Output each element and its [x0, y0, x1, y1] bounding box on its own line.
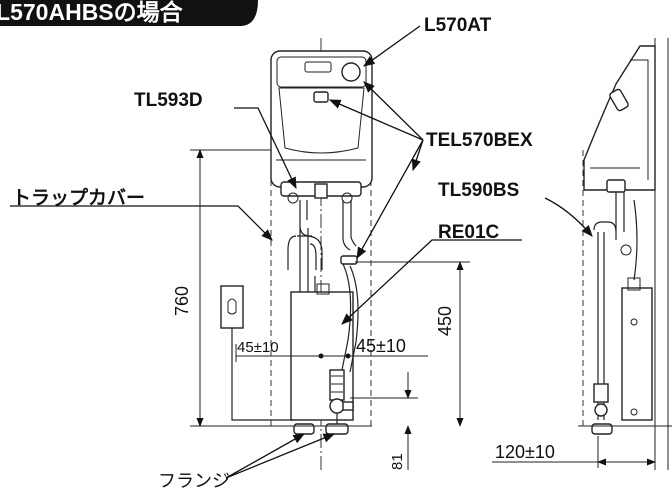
- callout-tel570bex: TEL570BEX: [328, 81, 533, 260]
- title-banner: TL570AHBSの場合: [0, 0, 258, 26]
- dim-45-left-label: 45±10: [237, 339, 279, 356]
- stop-valve: [329, 369, 354, 426]
- dim-45-right: 45±10: [321, 336, 428, 357]
- dim-81-label: 81: [389, 453, 406, 470]
- dim-120-label: 120±10: [495, 442, 555, 462]
- dim-45-left: 45±10: [235, 339, 321, 362]
- dim-760-label: 760: [172, 286, 192, 316]
- label-flange: フランジ: [158, 471, 230, 491]
- side-basin: [583, 45, 656, 193]
- label-tel570bex: TEL570BEX: [426, 130, 533, 151]
- callout-trap-cover: トラップカバー: [10, 186, 273, 241]
- side-sensor-box: [621, 277, 653, 421]
- label-tl593d: TL593D: [134, 90, 203, 111]
- callout-flange: フランジ: [158, 433, 336, 491]
- callout-tl593d: TL593D: [134, 90, 297, 190]
- dim-450: 450: [355, 261, 470, 427]
- supply-pipes: [299, 183, 358, 265]
- label-trap-cover: トラップカバー: [12, 186, 145, 209]
- wall-outlet: [220, 285, 294, 421]
- callout-re01c: RE01C: [341, 222, 522, 325]
- dim-81: 81: [350, 372, 418, 470]
- label-tl590bs: TL590BS: [438, 180, 519, 201]
- callout-tl590bs: TL590BS: [438, 180, 593, 237]
- basin-l570at: [270, 50, 373, 204]
- callout-l570at: L570AT: [363, 15, 492, 67]
- dim-45-right-label: 45±10: [356, 336, 406, 356]
- page-title: TL570AHBSの場合: [0, 0, 184, 25]
- dim-450-label: 450: [435, 306, 455, 336]
- dim-120: 120±10: [492, 436, 656, 468]
- front-view: 760 450 45±10 45±10 81: [172, 38, 470, 470]
- label-re01c: RE01C: [438, 222, 500, 243]
- dim-760: 760: [172, 149, 271, 427]
- sensor-box-re01c: [290, 263, 359, 421]
- floor-flanges: [190, 423, 372, 435]
- label-l570at: L570AT: [424, 15, 492, 36]
- side-view: 120±10: [492, 38, 672, 470]
